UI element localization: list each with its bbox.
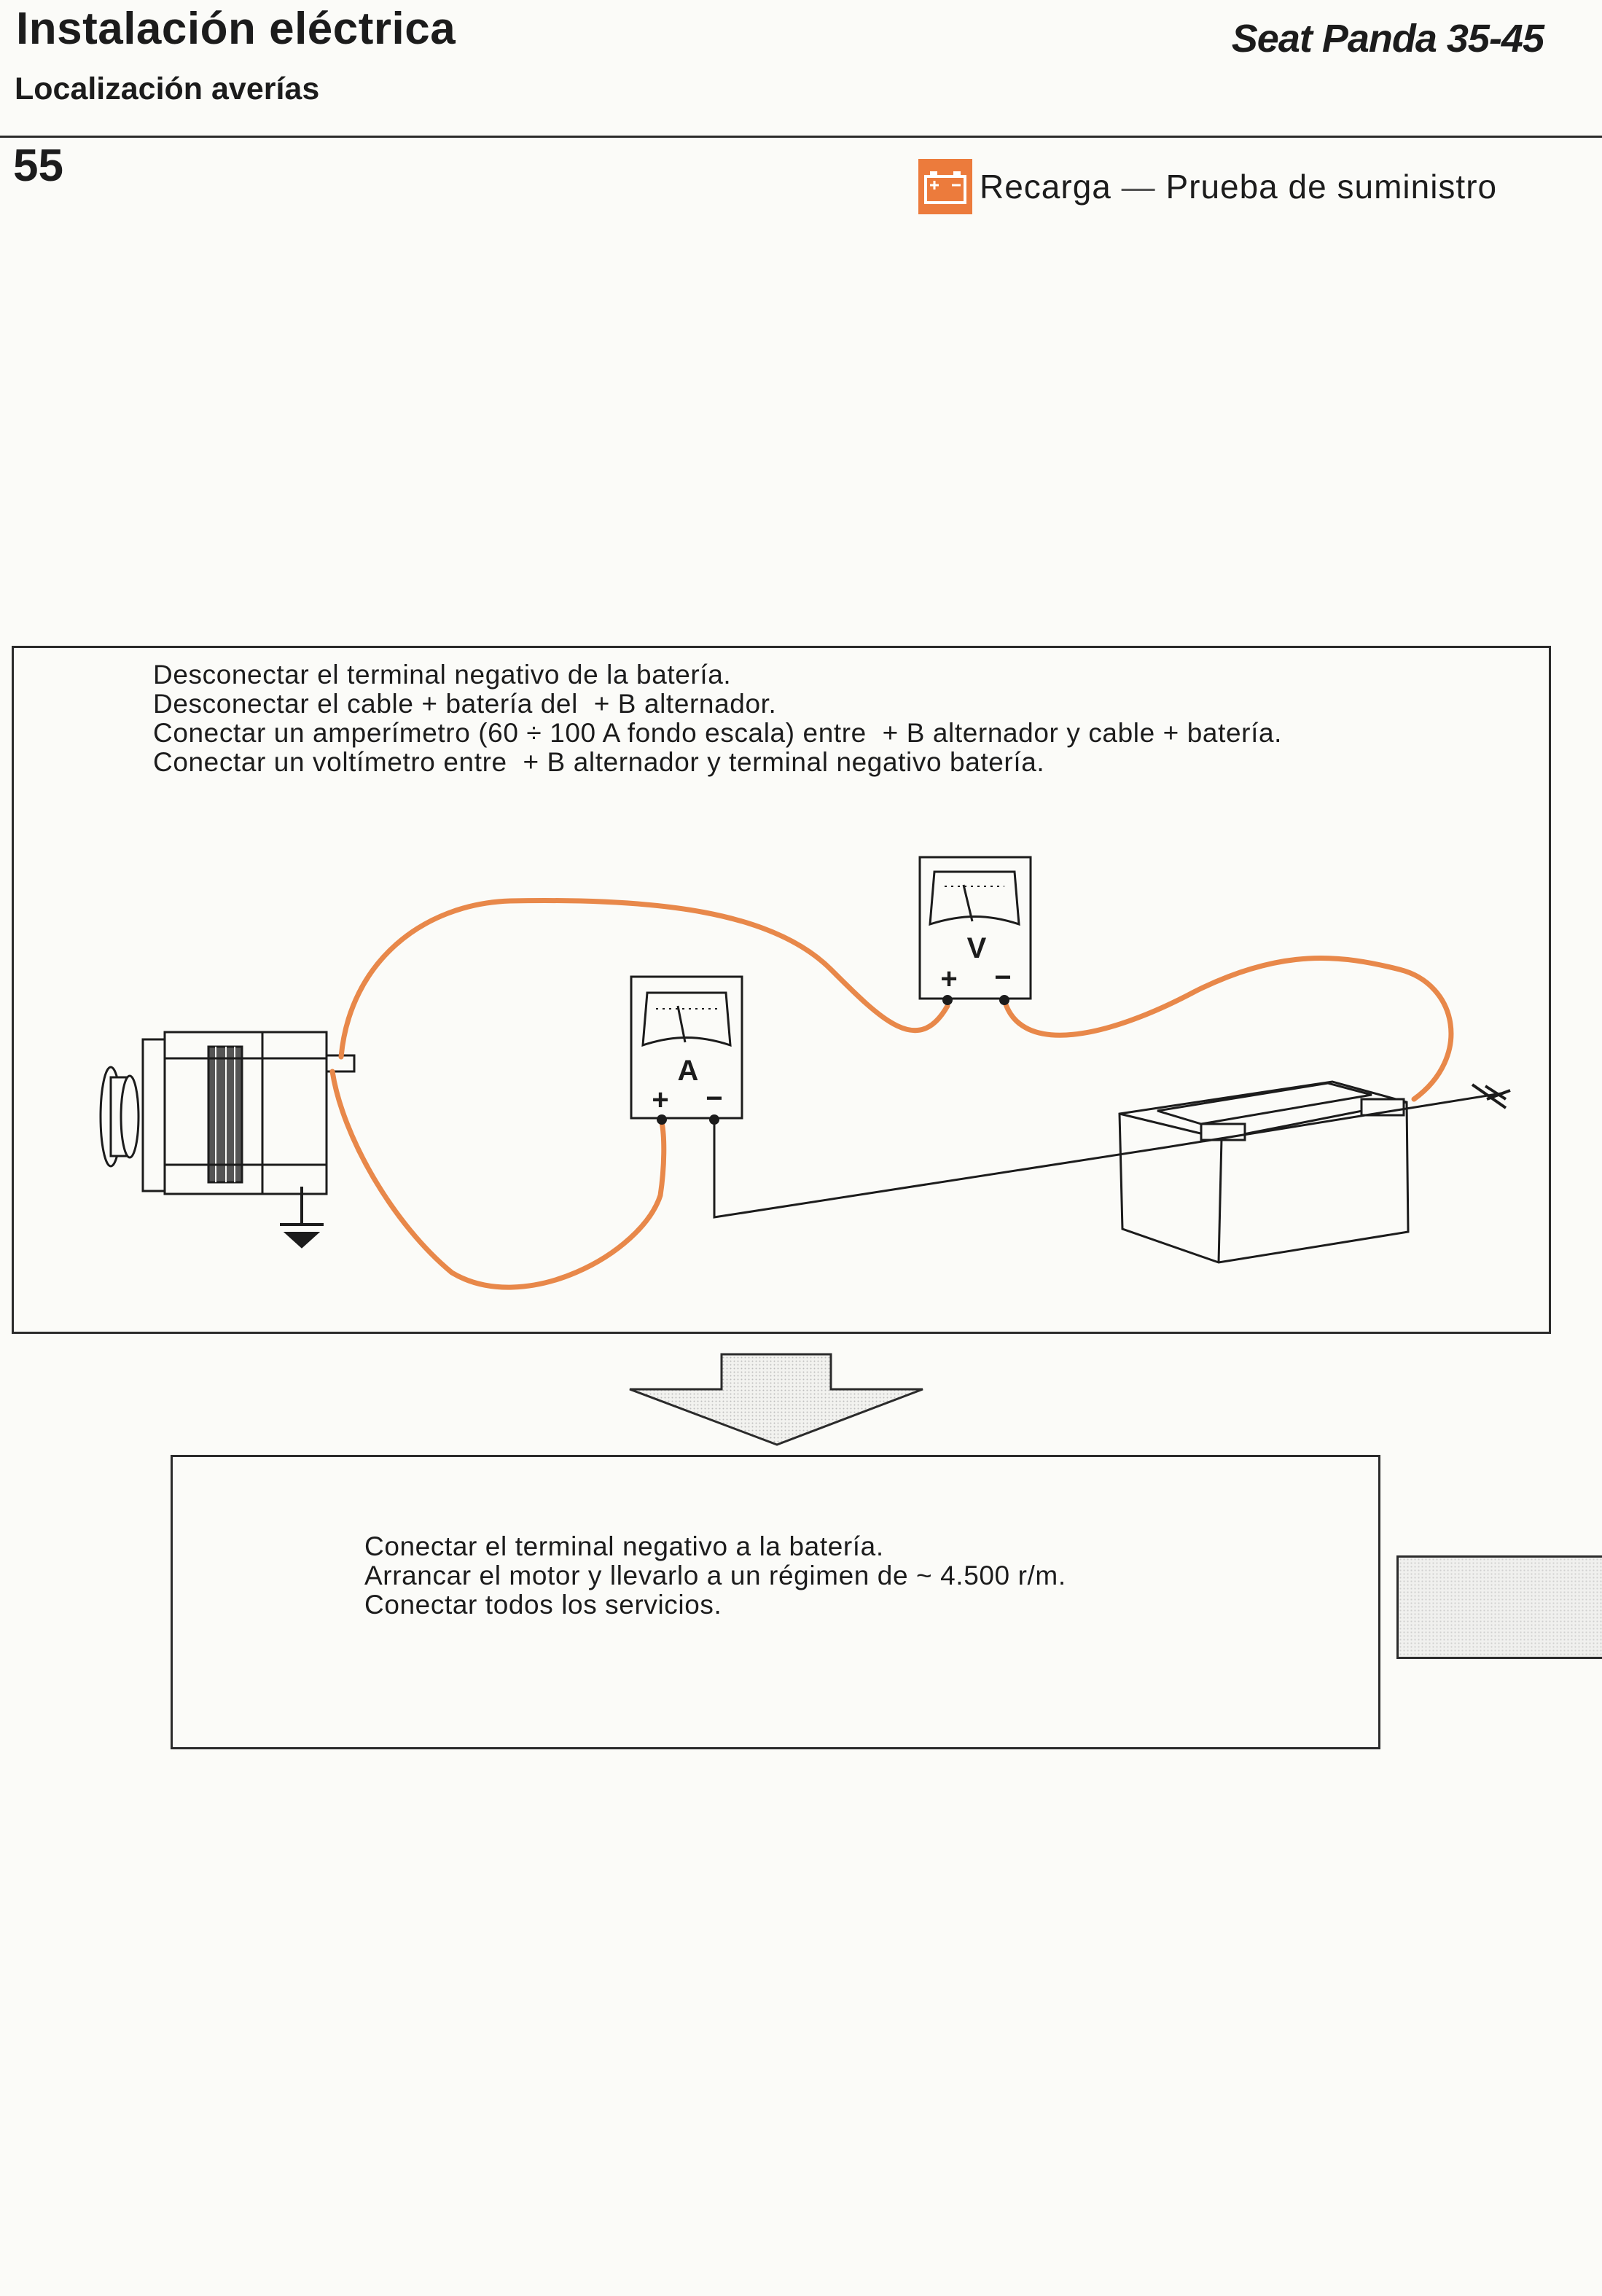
step1-line: Desconectar el cable + batería del + B a…: [153, 689, 777, 719]
step2-line: Arrancar el motor y llevarlo a un régime…: [364, 1561, 1066, 1590]
step2-line: Conectar todos los servicios.: [364, 1590, 722, 1620]
step1-line: Desconectar el terminal negativo de la b…: [153, 660, 732, 690]
section-label-2: Prueba de suministro: [1165, 168, 1498, 206]
voltmeter-plus: +: [940, 963, 957, 995]
next-step-box: [1396, 1555, 1602, 1659]
wire-voltmeter-battery: [1001, 956, 1454, 1102]
ammeter-minus: −: [706, 1082, 722, 1114]
flow-arrow-down-icon: [629, 1353, 923, 1446]
wire-alternator-voltmeter: [338, 897, 950, 1060]
step2-box: [171, 1455, 1380, 1749]
battery-icon: [918, 159, 972, 214]
clamp-icon: [1471, 1083, 1511, 1109]
page-header-subtitle: Localización averías: [15, 71, 320, 106]
ammeter-plus: +: [652, 1084, 668, 1116]
ammeter-letter: A: [678, 1055, 699, 1087]
step1-box: [12, 646, 1551, 1334]
negative-wire: [713, 1092, 1502, 1219]
voltmeter-letter: V: [967, 932, 987, 964]
wire-alternator-ammeter: [329, 1069, 667, 1290]
step1-line: Conectar un voltímetro entre + B alterna…: [153, 747, 1045, 777]
voltmeter-minus: −: [994, 961, 1011, 993]
ammeter-icon: [630, 975, 743, 1125]
step2-instructions: Conectar el terminal negativo a la bater…: [364, 1532, 1066, 1620]
section-label: Recarga: [980, 168, 1111, 206]
alternator-icon: [99, 1031, 356, 1195]
page-number: 55: [13, 141, 63, 191]
vehicle-model: Seat Panda 35-45: [1231, 17, 1544, 60]
page-header-title: Instalación eléctrica: [16, 4, 456, 54]
battery-diagram: [1118, 1080, 1410, 1264]
section-separator: —: [1121, 168, 1156, 206]
step1-line: Conectar un amperímetro (60 ÷ 100 A fond…: [153, 718, 1283, 748]
step2-line: Conectar el terminal negativo a la bater…: [364, 1531, 884, 1561]
voltmeter-icon: [918, 856, 1032, 1005]
section-heading: Recarga — Prueba de suministro: [918, 159, 1497, 214]
step1-instructions: Desconectar el terminal negativo de la b…: [153, 660, 1282, 777]
header-divider: [0, 136, 1602, 138]
ground-icon: [280, 1187, 324, 1249]
test-wires: [329, 897, 1454, 1290]
